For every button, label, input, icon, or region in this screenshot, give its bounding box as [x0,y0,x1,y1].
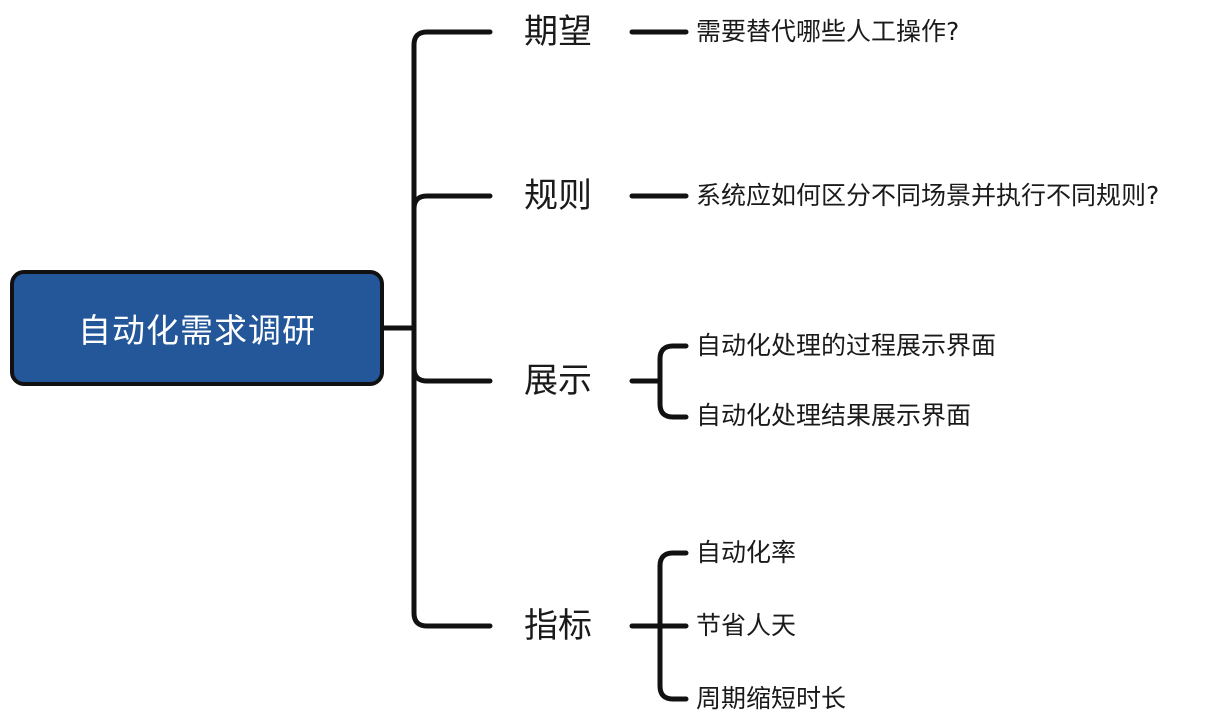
leaf-manual-operations: 需要替代哪些人工操作? [696,17,960,46]
leaf-process-display: 自动化处理的过程展示界面 [696,331,997,360]
leaf-connector-metrics [629,550,689,702]
leaf-scenario-rules: 系统应如何区分不同场景并执行不同规则? [696,181,1160,210]
branch-metrics: 指标 [524,606,592,646]
branch-stub-rules [411,193,493,212]
main-trunk [411,29,493,629]
root-node: 自动化需求调研 [10,270,384,386]
branch-display: 展示 [524,361,592,401]
leaf-cycle-time-reduction: 周期缩短时长 [696,684,847,713]
leaf-man-days-saved: 节省人天 [696,611,797,640]
branch-rules: 规则 [524,176,592,216]
branch-expectation: 期望 [524,12,592,52]
leaf-connector-display [629,343,689,420]
root-label: 自动化需求调研 [78,311,316,350]
leaf-automation-rate: 自动化率 [696,538,797,567]
branch-stub-display [411,365,493,384]
leaf-result-display: 自动化处理结果展示界面 [696,401,972,430]
